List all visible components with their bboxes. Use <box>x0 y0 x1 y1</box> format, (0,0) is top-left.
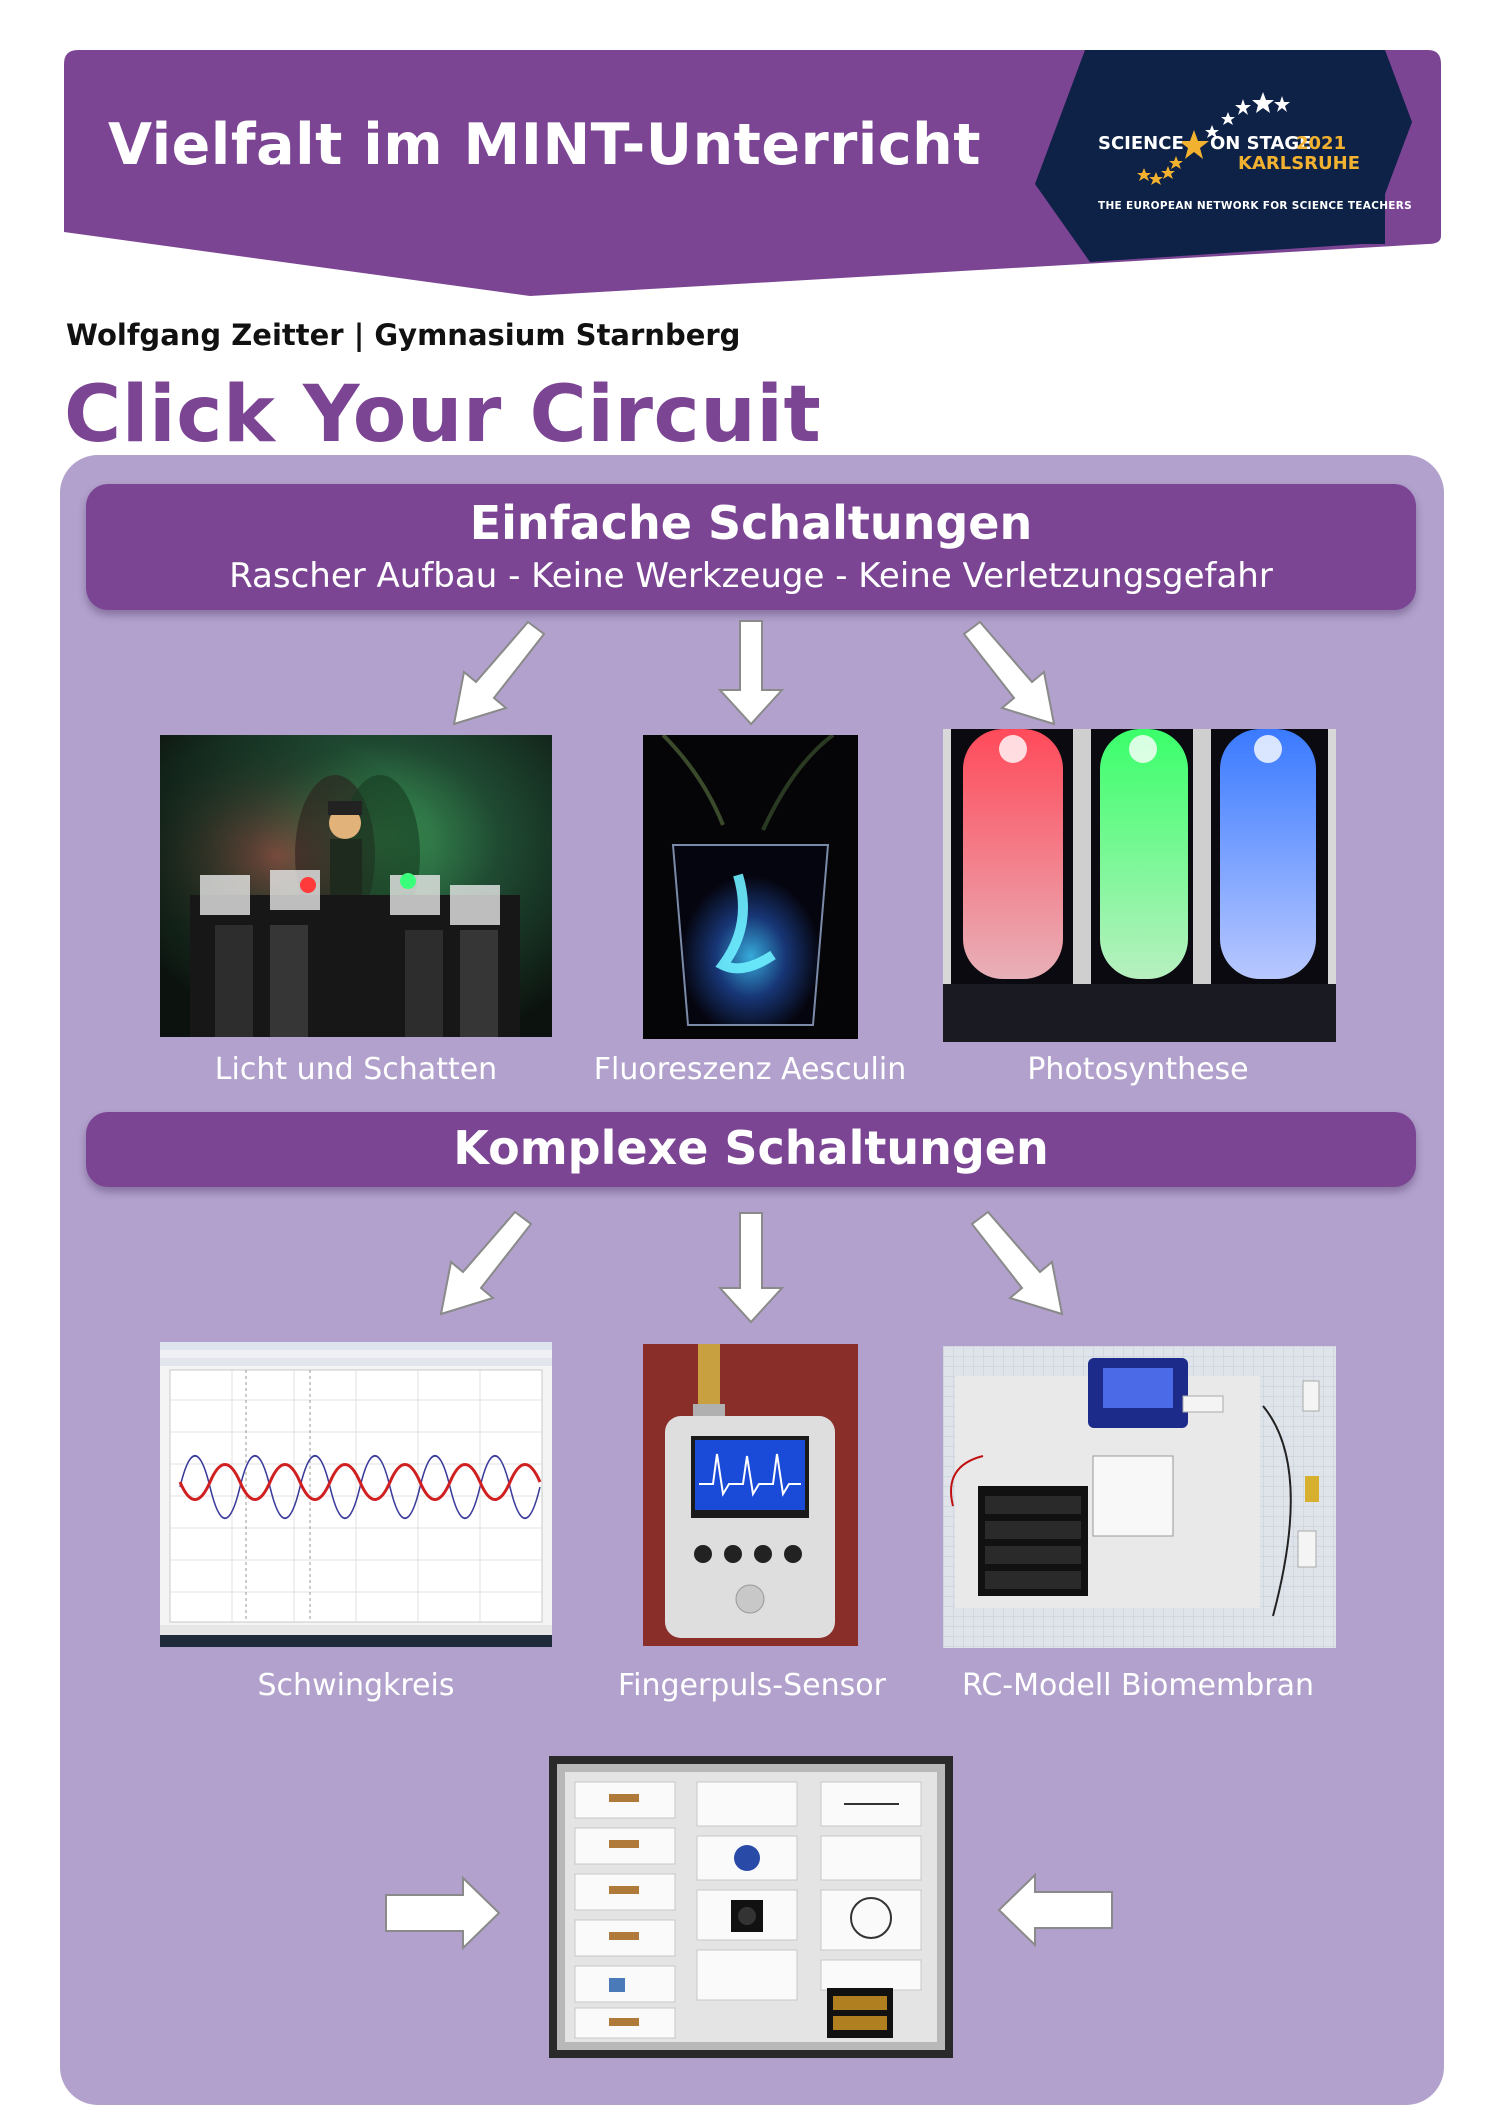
photo-oscillating-circuit <box>160 1342 552 1647</box>
logo-word-science: SCIENCE <box>1098 133 1184 154</box>
gold-star-icons <box>1137 130 1209 185</box>
header-banner <box>64 50 1441 296</box>
photo-finger-pulse-sensor <box>643 1344 858 1646</box>
logo-word-onstage: ON STAGE <box>1210 133 1312 154</box>
section-subheading: Rascher Aufbau - Keine Werkzeuge - Keine… <box>229 556 1273 596</box>
caption-photosynthesis: Photosynthese <box>1027 1052 1249 1087</box>
arrow-down-icon <box>717 620 785 726</box>
arrow-down-left-icon <box>452 620 546 726</box>
caption-finger-pulse-sensor: Fingerpuls-Sensor <box>618 1668 886 1703</box>
logo-background <box>1035 50 1412 262</box>
arrow-down-icon <box>717 1212 785 1324</box>
arrow-right-icon <box>385 1875 501 1951</box>
arrow-down-left-icon <box>439 1210 533 1316</box>
section-heading: Einfache Schaltungen <box>469 496 1033 550</box>
logo-year: 2021 <box>1296 133 1347 154</box>
section-heading: Komplexe Schaltungen <box>453 1121 1049 1175</box>
arrow-down-right-icon <box>970 1210 1064 1316</box>
photo-photosynthesis <box>943 729 1336 1042</box>
caption-fluorescence: Fluoreszenz Aesculin <box>593 1052 907 1087</box>
photo-rc-model-biomembrane <box>943 1346 1336 1648</box>
section-bar-simple: Einfache Schaltungen Rascher Aufbau - Ke… <box>86 484 1416 610</box>
logo-city: KARLSRUHE <box>1238 153 1361 174</box>
star-icons <box>1205 92 1290 138</box>
arrow-down-right-icon <box>962 620 1056 726</box>
photo-component-board <box>549 1756 953 2058</box>
author-line: Wolfgang Zeitter | Gymnasium Starnberg <box>66 318 741 352</box>
logo-tagline: THE EUROPEAN NETWORK FOR SCIENCE TEACHER… <box>1098 200 1413 212</box>
caption-rc-model: RC-Modell Biomembran <box>961 1668 1315 1703</box>
section-bar-complex: Komplexe Schaltungen <box>86 1112 1416 1187</box>
banner-title: Vielfalt im MINT-Unterricht <box>108 112 981 178</box>
arrow-left-icon <box>997 1872 1113 1948</box>
page-title: Click Your Circuit <box>64 370 822 460</box>
caption-oscillating-circuit: Schwingkreis <box>257 1668 455 1703</box>
caption-light-and-shadow: Licht und Schatten <box>214 1052 498 1087</box>
photo-fluorescence-aesculin <box>643 735 858 1039</box>
photo-light-and-shadow <box>160 735 552 1037</box>
